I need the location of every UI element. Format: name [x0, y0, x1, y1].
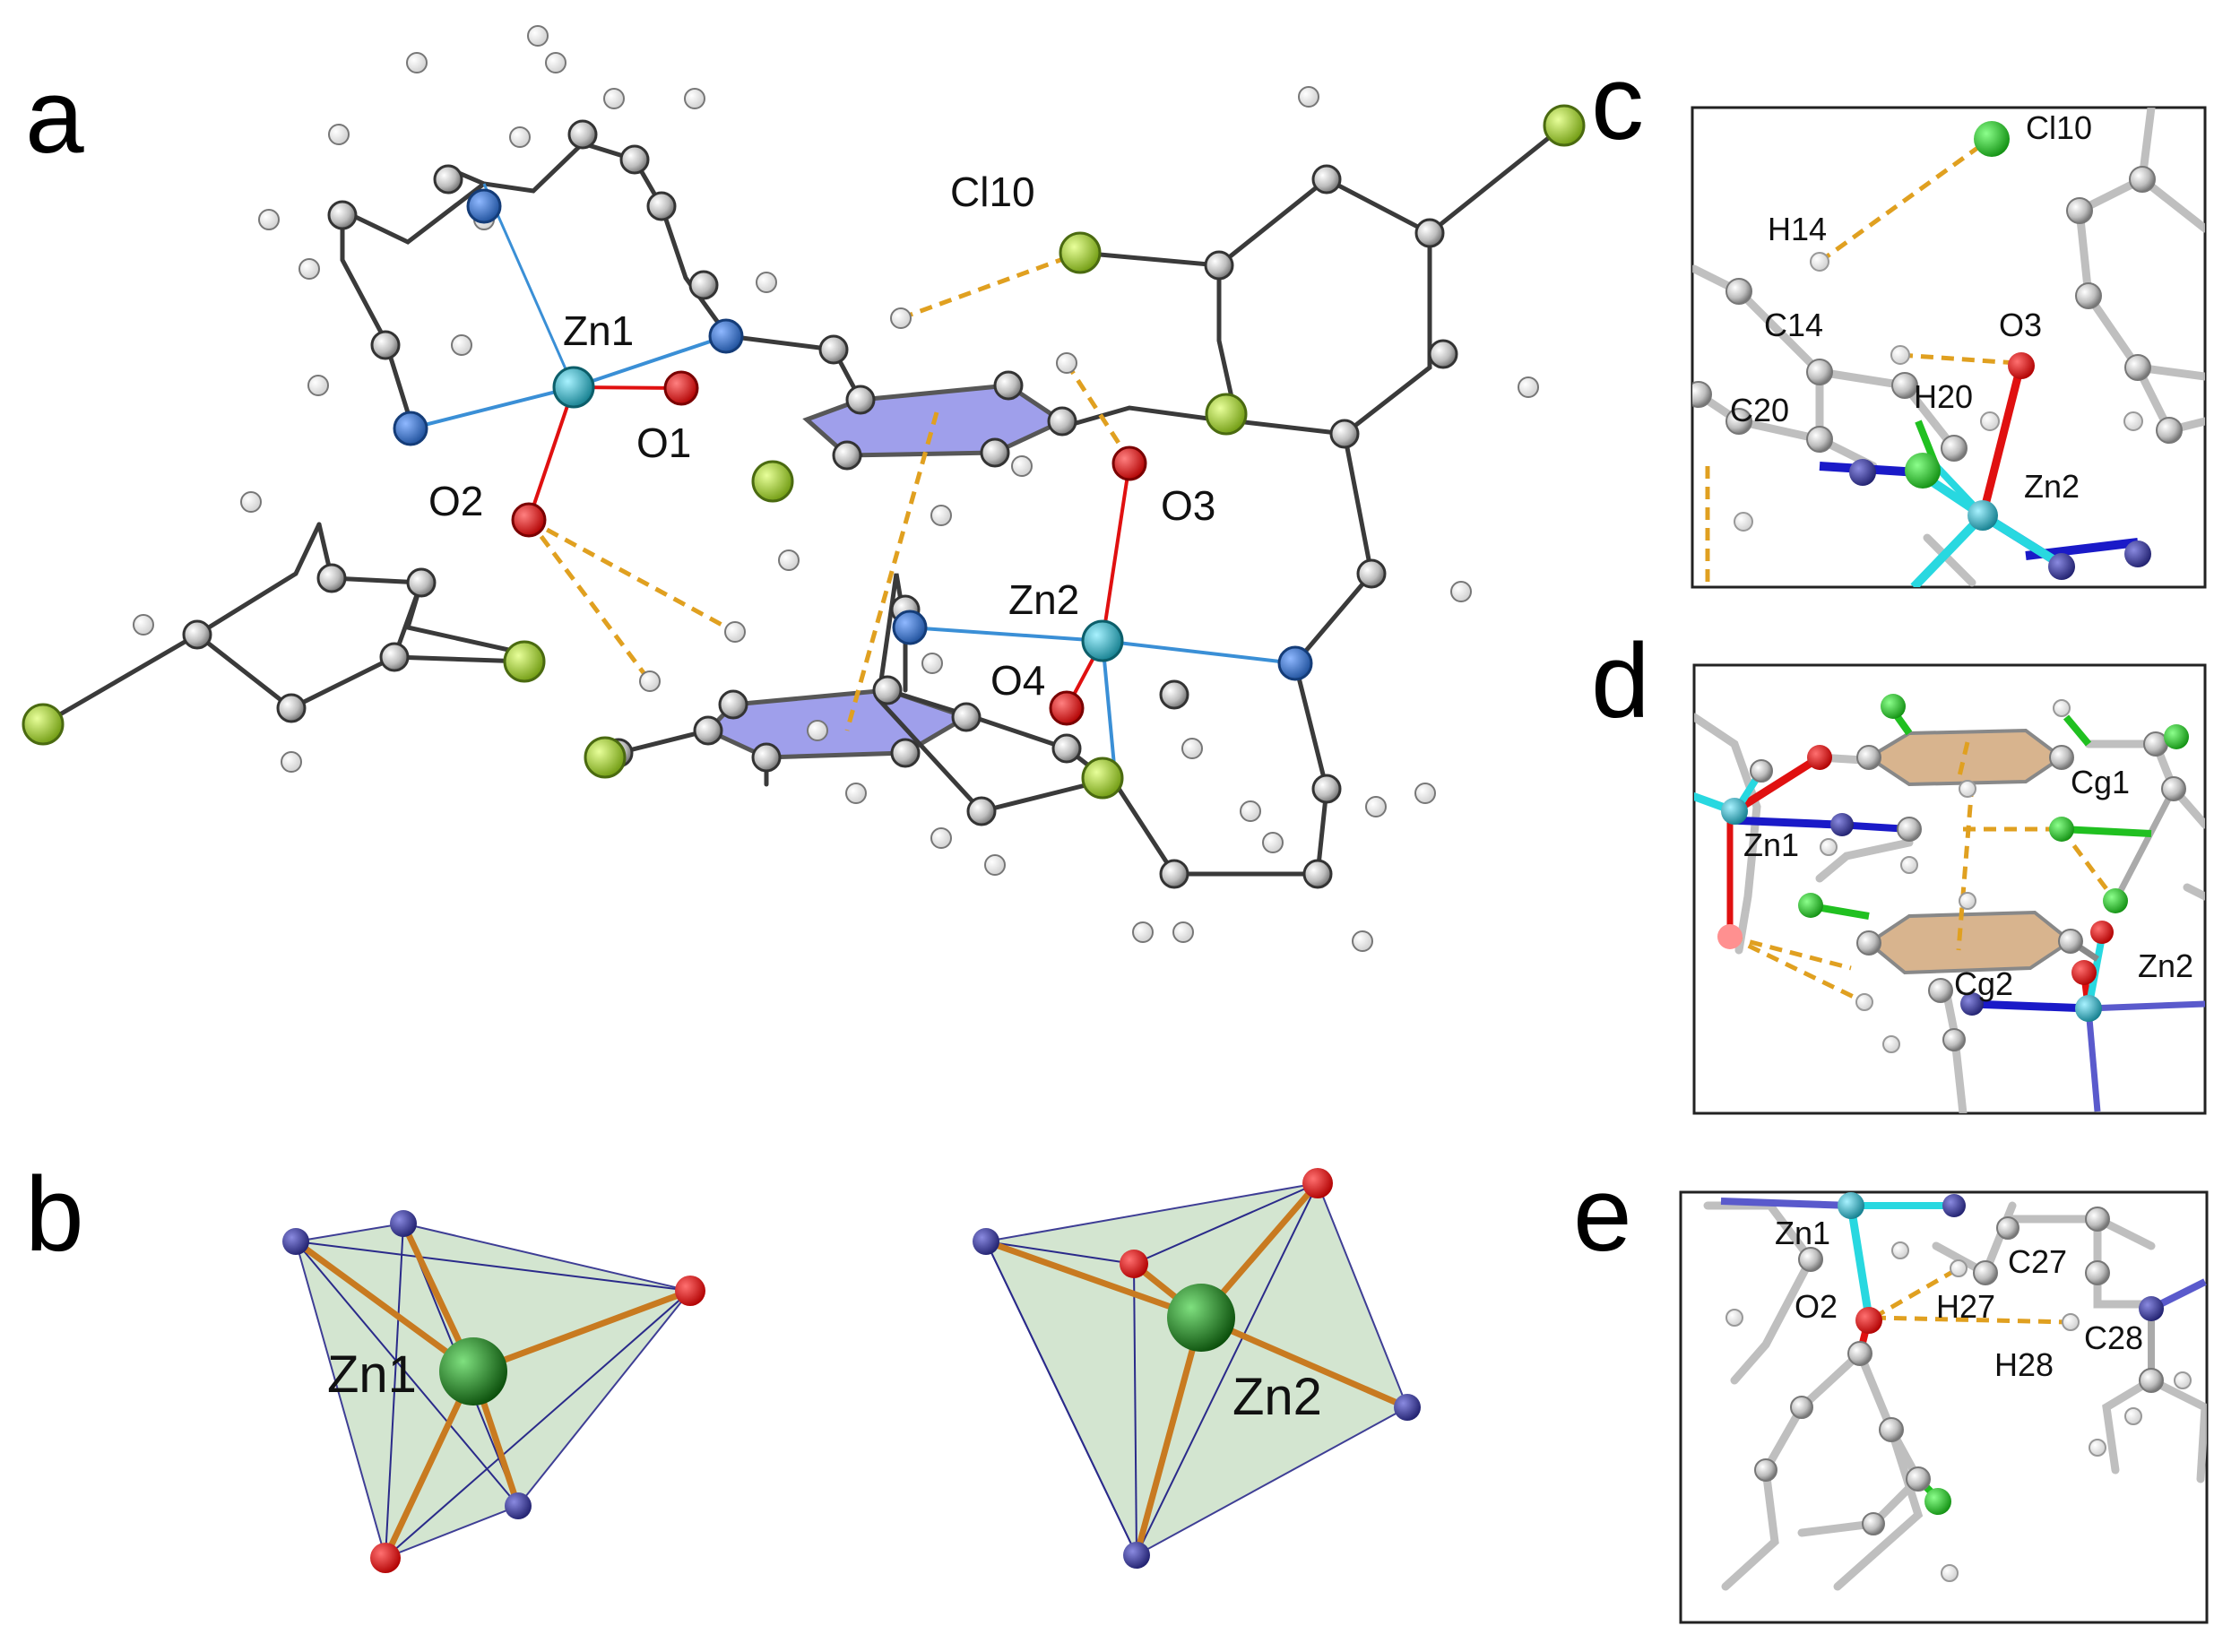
- panel-letter-c: c: [1591, 44, 1644, 162]
- label-c-zn2: Zn2: [2024, 468, 2080, 505]
- panel-e: e: [1573, 1155, 2209, 1624]
- panel-a: a: [22, 25, 1586, 952]
- panel-c: c: [1591, 44, 2207, 589]
- bonds-panel-a: [40, 123, 1567, 877]
- label-poly-zn2: Zn2: [1232, 1368, 1322, 1426]
- label-d-cg1: Cg1: [2071, 764, 2130, 800]
- label-c-h14: H14: [1768, 211, 1827, 247]
- label-d-zn1: Zn1: [1743, 826, 1799, 863]
- label-cl10: Cl10: [950, 169, 1035, 215]
- panel-b: b Zn1: [25, 1155, 1421, 1573]
- polyhedron-zn2: Zn2: [973, 1168, 1421, 1569]
- label-e-h27: H27: [1936, 1288, 1995, 1325]
- label-d-zn2: Zn2: [2138, 947, 2193, 984]
- label-e-c28: C28: [2084, 1319, 2143, 1356]
- label-o2: O2: [428, 478, 483, 524]
- label-c-c20: C20: [1730, 392, 1789, 428]
- label-e-o2: O2: [1795, 1288, 1838, 1325]
- label-e-h28: H28: [1994, 1346, 2054, 1383]
- panel-letter-e: e: [1573, 1155, 1632, 1274]
- label-c-o3: O3: [1999, 307, 2042, 343]
- label-o4: O4: [990, 657, 1045, 704]
- label-c-h20: H20: [1914, 378, 1973, 415]
- label-c-c14: C14: [1764, 307, 1823, 343]
- polyhedron-zn1: Zn1: [282, 1210, 705, 1573]
- label-d-cg2: Cg2: [1954, 965, 2013, 1002]
- label-e-zn1: Zn1: [1775, 1215, 1830, 1251]
- atoms-panel-a: [22, 25, 1586, 952]
- label-o3: O3: [1161, 482, 1215, 529]
- label-zn1: Zn1: [563, 307, 634, 354]
- label-e-c27: C27: [2008, 1243, 2067, 1280]
- panel-letter-a: a: [25, 57, 84, 176]
- label-poly-zn1: Zn1: [327, 1345, 417, 1404]
- panel-letter-b: b: [25, 1155, 84, 1274]
- panel-d: d: [1591, 622, 2207, 1115]
- label-o1: O1: [636, 419, 691, 466]
- panel-letter-d: d: [1591, 622, 1650, 740]
- label-zn2: Zn2: [1008, 576, 1079, 623]
- hbond-contacts-a: [527, 250, 1128, 731]
- label-c-cl10: Cl10: [2026, 109, 2092, 146]
